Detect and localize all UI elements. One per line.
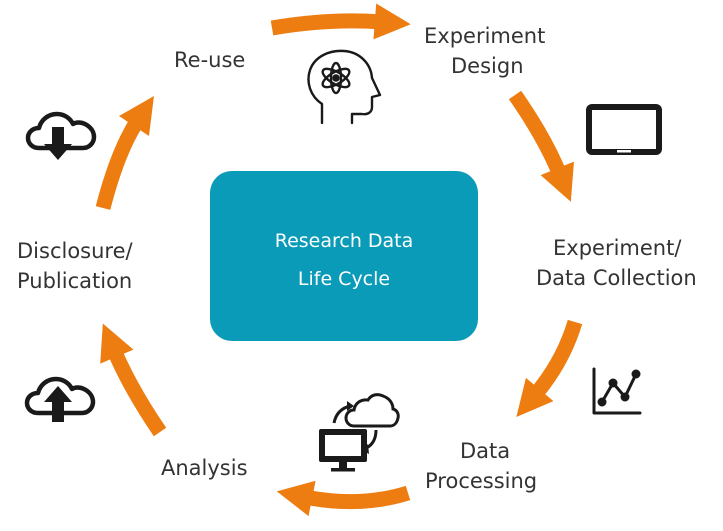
stage-data-collection-line1: Experiment/: [553, 236, 682, 260]
stage-data-processing-line1: Data: [460, 439, 511, 463]
tablet-icon: [586, 104, 662, 155]
center-title-line2: Life Cycle: [297, 268, 391, 290]
arrow-publication-to-reuse: [95, 96, 154, 210]
stage-data-processing-line2: Processing: [425, 469, 538, 493]
stage-reuse: Re-use: [174, 48, 246, 72]
stage-experiment-design-line2: Design: [451, 54, 524, 78]
center-box: Research Data Life Cycle: [210, 171, 478, 341]
arrow-analysis-to-publication: [100, 323, 167, 437]
stage-publication-line2: Publication: [17, 269, 133, 293]
arrow-processing-to-analysis: [276, 480, 411, 517]
arrow-design-to-collection: [508, 90, 574, 202]
cloud-download-icon: [25, 111, 97, 160]
line-chart-icon: [592, 367, 642, 415]
center-title-line1: Research Data: [274, 230, 414, 252]
arrow-reuse-to-design: [270, 3, 411, 40]
stage-data-collection-line2: Data Collection: [536, 266, 697, 290]
computer-cloud-sync-icon: [319, 393, 400, 472]
stage-analysis: Analysis: [161, 456, 248, 480]
cloud-upload-icon: [24, 376, 96, 422]
arrow-collection-to-processing: [516, 319, 583, 417]
brain-atom-icon: [307, 49, 382, 125]
stage-experiment-design-line1: Experiment: [424, 24, 546, 48]
stage-publication-line1: Disclosure/: [17, 239, 133, 263]
